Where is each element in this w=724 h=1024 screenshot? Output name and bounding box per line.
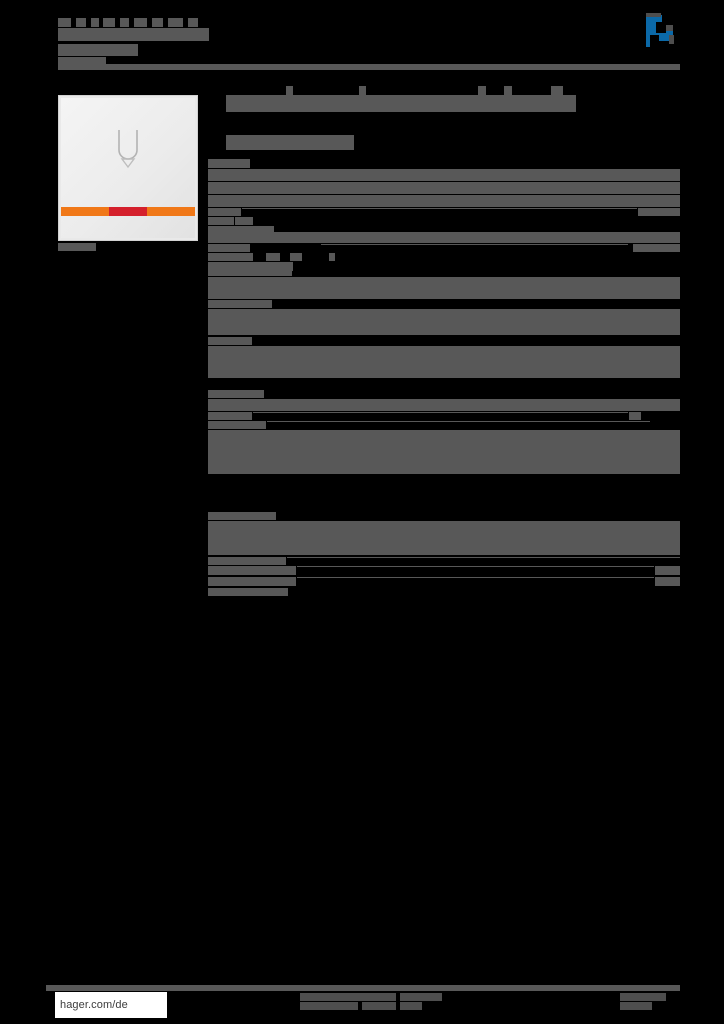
spec-row (208, 399, 680, 411)
footer-divider (46, 985, 680, 991)
spec-row (208, 512, 276, 520)
footer-url-text: hager.com/de (60, 999, 128, 1011)
led-indicator-active (109, 207, 147, 216)
spec-row (287, 557, 680, 558)
spec-row (208, 346, 680, 378)
reference-subheading-text (226, 135, 354, 150)
product-image (58, 95, 198, 241)
spec-row (208, 244, 250, 252)
spec-row (290, 253, 302, 261)
product-name-heading-text (226, 95, 576, 112)
spec-row (208, 232, 680, 243)
footer-url-link[interactable]: hager.com/de (55, 992, 167, 1018)
spec-row (208, 557, 286, 565)
spec-row (208, 521, 680, 555)
page-title-segment (58, 28, 209, 41)
page-title-segment (152, 18, 163, 27)
page-title-segment (188, 18, 198, 27)
product-name-heading-ascender (504, 86, 512, 95)
spec-row (235, 217, 253, 225)
spec-row (208, 412, 252, 420)
page-header (0, 0, 724, 72)
spec-row (208, 300, 272, 308)
spec-row (638, 208, 680, 216)
product-name-heading-ascender (286, 86, 293, 95)
spec-row (208, 277, 680, 299)
spec-row (208, 337, 252, 345)
spec-row (208, 182, 680, 194)
push-button-symbol-icon (118, 130, 138, 169)
footer-text-segment (300, 1002, 358, 1010)
spec-row (208, 430, 680, 474)
header-divider (58, 64, 680, 70)
page-title-segment (76, 18, 86, 27)
spec-row (208, 262, 293, 271)
spec-row (242, 208, 637, 209)
spec-row (208, 309, 680, 335)
page-title-segment (134, 18, 147, 27)
spec-row (266, 253, 280, 261)
footer-page-number-segment (620, 1002, 652, 1010)
spec-row (208, 421, 266, 429)
page-title-segment (168, 18, 183, 27)
spec-row (208, 159, 250, 168)
spec-row (208, 268, 292, 276)
page-title-segment (120, 18, 129, 27)
spec-row (297, 577, 654, 578)
spec-row (655, 566, 680, 575)
spec-row (208, 253, 250, 261)
spec-row (208, 217, 234, 225)
spec-row (655, 577, 680, 586)
spec-row (208, 577, 296, 586)
spec-row (633, 244, 680, 252)
footer-text-segment (362, 1002, 396, 1010)
spec-row (267, 421, 650, 422)
spec-row (208, 195, 680, 207)
spec-row (208, 208, 241, 216)
spec-row (253, 412, 628, 413)
page-title-segment (58, 18, 71, 27)
product-name-heading-ascender (478, 86, 486, 95)
spec-row (297, 566, 654, 567)
spec-row (241, 253, 253, 261)
page-subtitle-segment (58, 57, 106, 67)
product-name-heading-ascender (551, 86, 563, 95)
product-faceplate (61, 98, 195, 238)
spec-row (329, 253, 335, 261)
footer-text-segment (400, 993, 442, 1001)
spec-row (321, 244, 628, 245)
product-name-heading-ascender (359, 86, 366, 95)
spec-row (629, 412, 641, 420)
spec-row (208, 226, 274, 234)
page-title-segment (103, 18, 115, 27)
footer-text-segment (400, 1002, 422, 1010)
spec-row (208, 588, 288, 596)
led-indicator-strip (61, 207, 195, 216)
page-title-segment (91, 18, 99, 27)
footer-page-number-segment (620, 993, 666, 1001)
spec-row (208, 566, 296, 575)
page-subtitle-segment (58, 44, 138, 56)
product-image-caption (58, 243, 96, 251)
hager-logo (642, 11, 682, 51)
footer-text-segment (300, 993, 396, 1001)
spec-row (208, 169, 680, 181)
spec-row (208, 390, 264, 398)
